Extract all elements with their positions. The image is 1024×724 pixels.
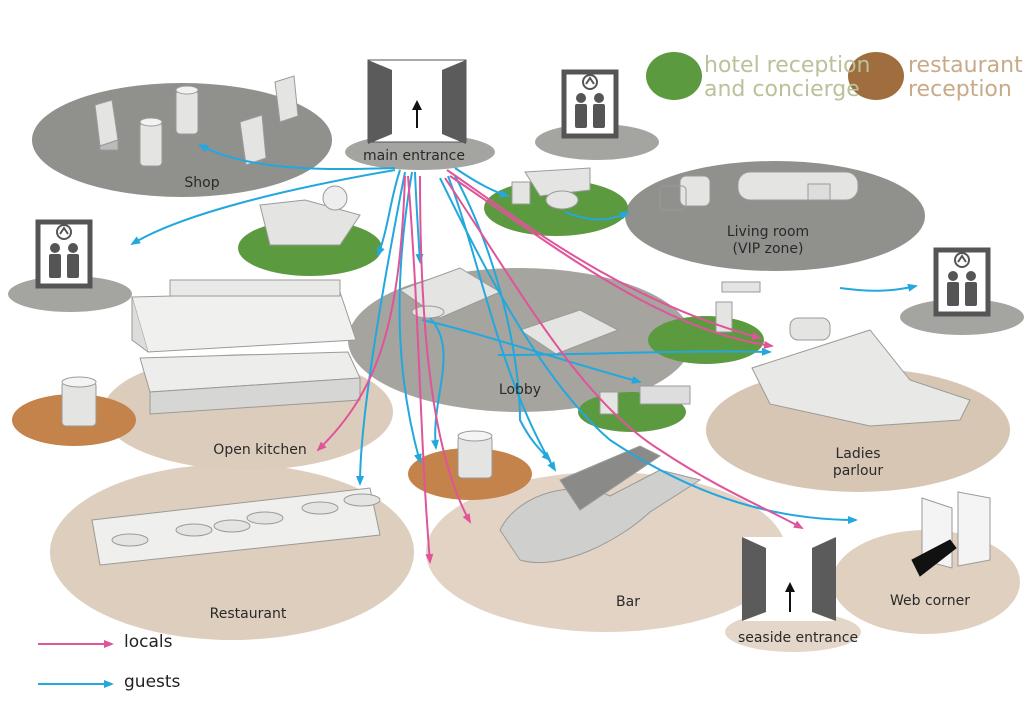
elevator-icon — [936, 250, 988, 314]
door-icon — [367, 59, 467, 144]
legend-hotel-reception-line1: hotel reception — [704, 53, 871, 78]
zone-label-main-entrance: main entrance — [363, 148, 465, 164]
arrow-up-icon — [412, 100, 422, 128]
zone-label-shop: Shop — [184, 175, 220, 191]
legend — [38, 52, 904, 688]
zone-label-parlour: parlour — [832, 463, 884, 479]
zone-label-vip: (VIP zone) — [732, 241, 804, 257]
furniture — [61, 75, 991, 577]
elevator-zone-right — [900, 299, 1024, 335]
legend-hotel-reception-line2: and concierge — [704, 77, 860, 102]
zone-label-ladies: Ladies — [835, 446, 881, 462]
guest-flow-arrows — [130, 144, 918, 524]
zone-label-living-room: Living room — [726, 224, 810, 240]
zone-label-restaurant: Restaurant — [209, 606, 287, 622]
legend-guests-label: guests — [124, 672, 181, 692]
zone-label-open-kitchen: Open kitchen — [213, 442, 307, 458]
entrance-zone — [345, 134, 495, 170]
zone-label-bar: Bar — [616, 594, 640, 610]
arrow-up-icon — [785, 582, 795, 612]
zone-label-lobby: Lobby — [498, 382, 542, 398]
hotel-reception-swatch — [646, 52, 702, 100]
legend-locals-label: locals — [124, 632, 173, 652]
elevator-icon — [38, 222, 90, 286]
seaside-zone — [725, 612, 861, 652]
legend-restaurant-reception-line2: reception — [908, 77, 1012, 102]
restaurant-reception-swatch — [848, 52, 904, 100]
hotel-reception-pad — [648, 316, 764, 364]
zone-label-web-corner: Web corner — [890, 593, 970, 609]
legend-restaurant-reception-line1: restaurant — [908, 53, 1023, 78]
zone-label-seaside-entrance: seaside entrance — [737, 630, 859, 646]
elevator-icon — [564, 72, 616, 136]
local-flow-arrows — [316, 169, 804, 564]
